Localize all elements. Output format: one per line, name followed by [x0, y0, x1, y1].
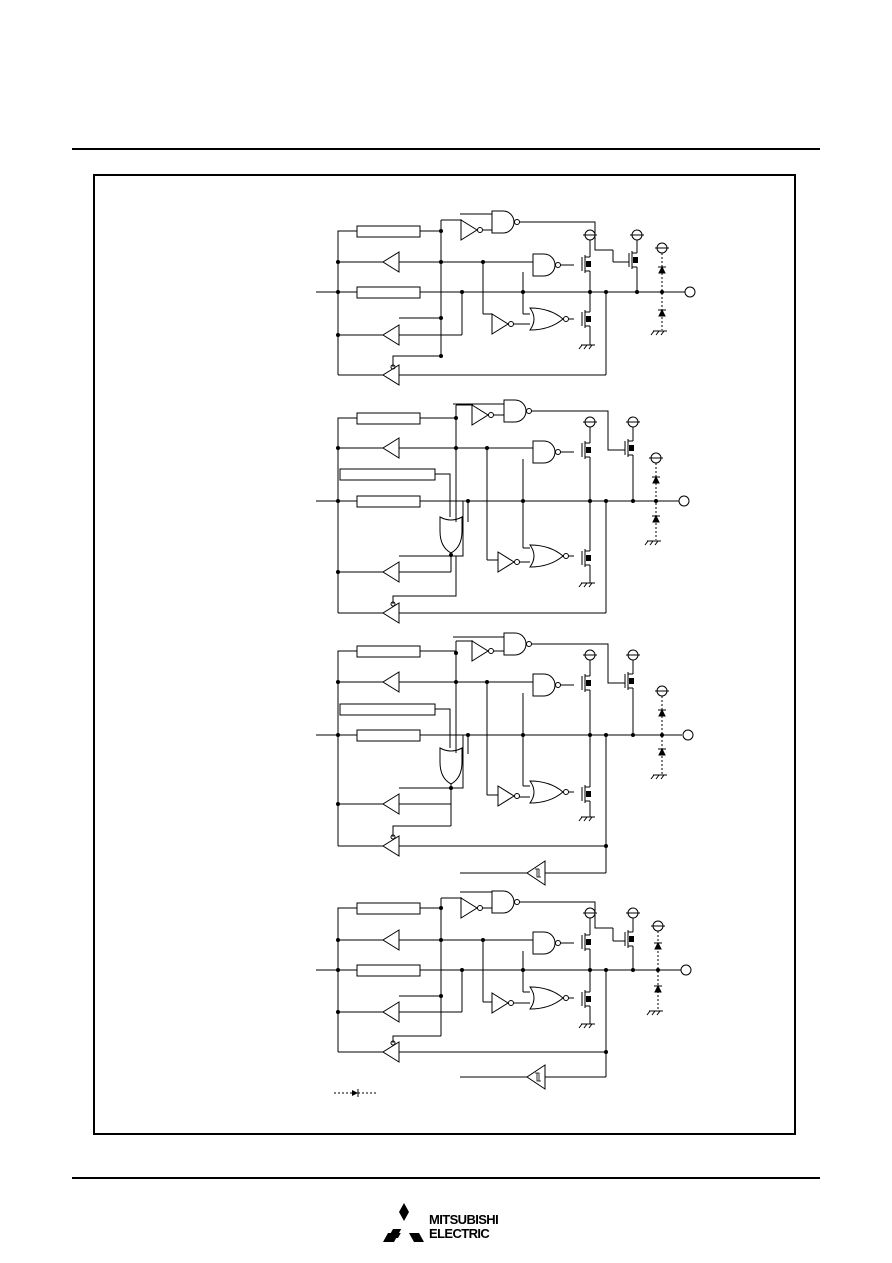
port-block-1 — [316, 210, 696, 386]
port-block-4 — [316, 890, 692, 1090]
port-block-3 — [316, 632, 694, 886]
port-block-2 — [316, 399, 690, 624]
three-diamond-logo-icon — [383, 1203, 424, 1242]
schematic-frame — [93, 174, 796, 1135]
header-rule — [72, 148, 820, 150]
brand-line-2: ELECTRIC — [429, 1226, 490, 1241]
junction-dots — [336, 229, 664, 1054]
footer-rule — [72, 1177, 820, 1179]
parasitic-diode-legend — [334, 1089, 376, 1097]
brand-line-1: MITSUBISHI — [429, 1212, 499, 1227]
mitsubishi-electric-logo: MITSUBISHI ELECTRIC — [383, 1203, 513, 1247]
